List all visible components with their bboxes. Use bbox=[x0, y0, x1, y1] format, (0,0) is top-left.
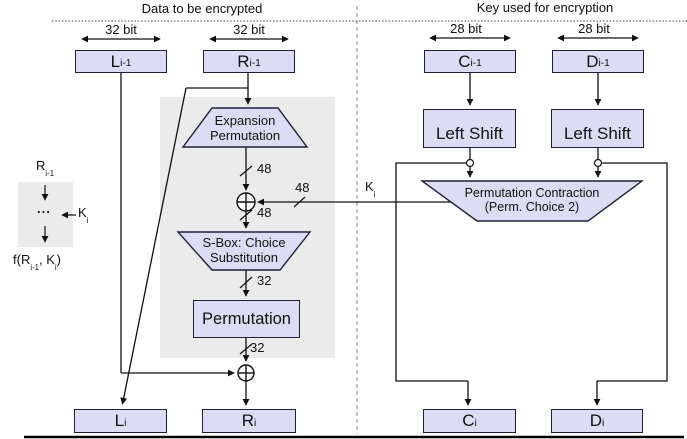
branch-node-icon bbox=[593, 158, 603, 168]
register-label: L bbox=[110, 51, 121, 71]
legend-key-subscript: i bbox=[86, 215, 89, 225]
legend-arrows bbox=[41, 185, 76, 243]
expansion-line2: Permutation bbox=[209, 128, 281, 143]
bus-label-32-sbox: 32 bbox=[257, 273, 272, 288]
subkey-label: Ki bbox=[365, 179, 375, 198]
bit-label-c: 28 bit bbox=[450, 21, 482, 36]
register-label: R bbox=[241, 411, 254, 430]
branch-node-icon bbox=[465, 158, 475, 168]
bit-label-r: 32 bit bbox=[233, 22, 265, 37]
legend-f-label: f(Ri-1, Ki) bbox=[13, 252, 61, 272]
permutation-contraction-label: Permutation Contraction (Perm. Choice 2) bbox=[422, 182, 642, 218]
expansion-permutation-shape bbox=[181, 107, 309, 148]
expansion-permutation-label: Expansion Permutation bbox=[183, 109, 307, 147]
register-label: C bbox=[458, 51, 471, 71]
header-key-section: Key used for encryption bbox=[476, 0, 614, 15]
expansion-line1: Expansion bbox=[214, 113, 276, 128]
bit-label-l: 32 bit bbox=[105, 22, 137, 37]
xor-feistel-icon bbox=[237, 364, 255, 382]
sbox-line2: Substitution bbox=[210, 250, 278, 265]
bus-label-48-xor: 48 bbox=[257, 205, 272, 220]
left-shift-label: Left Shift bbox=[435, 124, 504, 143]
legend-input-base: R bbox=[35, 158, 46, 173]
xor-subkey-icon bbox=[236, 192, 256, 212]
subkey-base: K bbox=[365, 179, 374, 194]
bit-label-d: 28 bit bbox=[578, 21, 610, 36]
register-label: R bbox=[237, 51, 250, 71]
legend-dots: ... bbox=[37, 201, 51, 216]
subkey-subscript: i bbox=[373, 189, 376, 199]
legend-input-label: Ri-1 bbox=[25, 158, 65, 177]
bus-label-32-permutation: 32 bbox=[250, 340, 265, 355]
legend-key-base: K bbox=[78, 205, 87, 220]
permutation-box: Permutation bbox=[193, 300, 300, 338]
left-shift-label: Left Shift bbox=[563, 124, 632, 143]
legend-key-label: Ki bbox=[78, 205, 88, 224]
permutation-contraction-shape bbox=[419, 180, 645, 222]
left-shift-d-box: Left Shift bbox=[551, 109, 644, 148]
sbox-line1: S-Box: Choice bbox=[202, 235, 286, 250]
legend-input-subscript: i-1 bbox=[45, 168, 55, 178]
bus-label-48-subkey: 48 bbox=[295, 180, 310, 195]
register-label: C bbox=[462, 411, 475, 430]
bit-width-arrows bbox=[81, 34, 639, 43]
register-label: D bbox=[589, 411, 602, 430]
perm-contraction-line1: Permutation Contraction bbox=[464, 186, 600, 200]
permutation-label: Permutation bbox=[202, 309, 291, 328]
register-label: D bbox=[586, 51, 599, 71]
data-flow-lines bbox=[120, 73, 252, 406]
sbox-label: S-Box: Choice Substitution bbox=[178, 231, 310, 269]
header-data-section: Data to be encrypted bbox=[141, 1, 263, 16]
register-label: L bbox=[114, 411, 125, 430]
bus-label-48-expansion: 48 bbox=[257, 161, 272, 176]
bus-width-ticks bbox=[239, 165, 306, 355]
left-shift-c-box: Left Shift bbox=[423, 109, 516, 148]
sbox-shape bbox=[176, 231, 312, 271]
perm-contraction-line2: (Perm. Choice 2) bbox=[484, 200, 580, 214]
